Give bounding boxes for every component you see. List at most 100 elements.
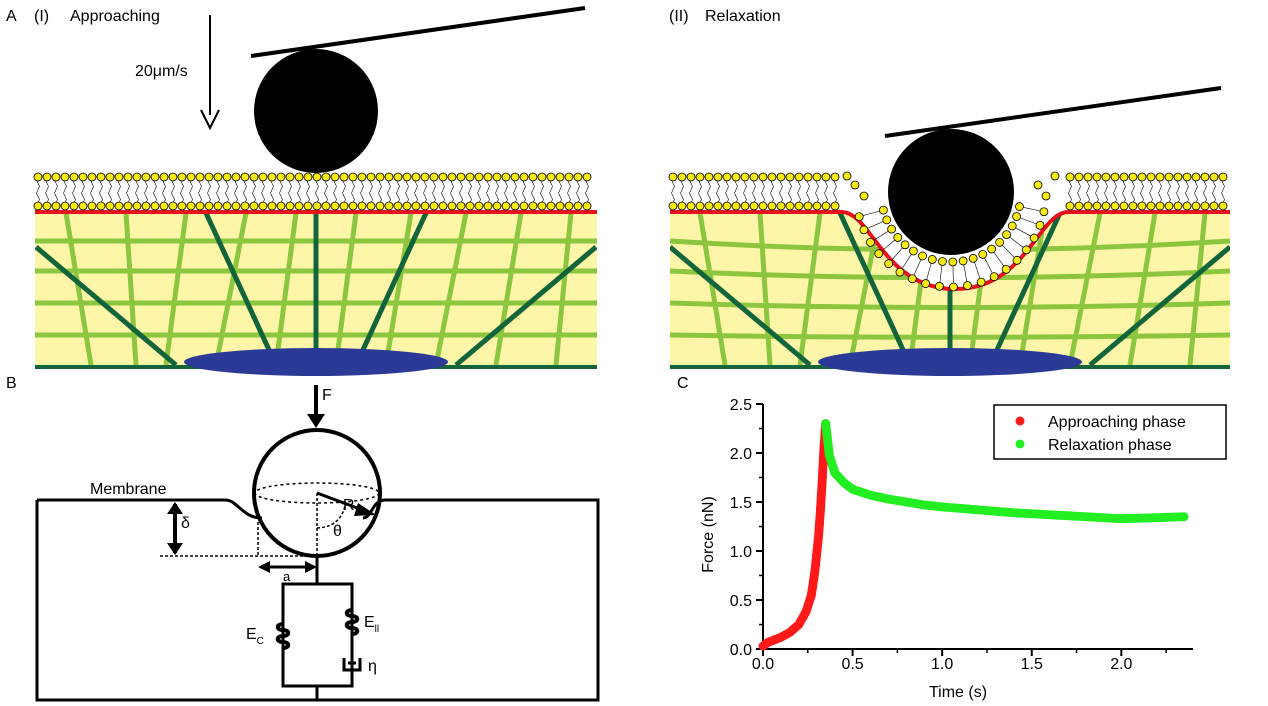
lipid-tail	[468, 179, 472, 194]
lipid-head	[895, 267, 905, 277]
lipid-head	[1146, 172, 1156, 182]
lipid-head	[303, 172, 313, 182]
lipid-head	[42, 201, 52, 211]
lipid-tail	[680, 179, 684, 194]
lipid-head	[1119, 201, 1129, 211]
lipid-head	[537, 201, 547, 211]
lipid-head	[1074, 201, 1084, 211]
lipid-head	[1083, 201, 1093, 211]
lipid-head	[60, 172, 70, 182]
delta-arrow-heads	[167, 502, 183, 555]
lipid-head	[767, 172, 777, 182]
actin-filament	[273, 213, 299, 366]
nucleus	[184, 348, 448, 376]
spring-ll-icon	[344, 608, 360, 636]
lipid-head	[483, 201, 493, 211]
lipid-head	[420, 201, 430, 211]
lipid-head	[830, 172, 840, 182]
lipid-head	[921, 279, 931, 288]
lipid-head	[968, 253, 978, 263]
lipid-head	[1015, 202, 1024, 211]
lipid-tail	[671, 179, 675, 194]
lipid-tail	[342, 179, 346, 194]
lipid-head	[357, 172, 367, 182]
lipid-head	[339, 201, 349, 211]
lipid-head	[882, 215, 892, 225]
lipid-head	[854, 212, 864, 221]
lipid-tail	[99, 179, 103, 194]
lipid-head	[177, 201, 187, 211]
legend-marker	[1015, 439, 1025, 449]
lipid-head	[105, 172, 115, 182]
lipid-head	[150, 201, 160, 211]
lipid-tail	[716, 179, 720, 194]
actin-filament	[553, 213, 574, 366]
lipid-tail	[441, 179, 445, 194]
lipid-head	[958, 256, 968, 266]
lipid-head	[948, 257, 958, 267]
lipid-head	[285, 172, 295, 182]
actin-filament	[123, 213, 139, 366]
lipid-head	[249, 201, 259, 211]
lipid-head	[1155, 201, 1165, 211]
lipid-head	[456, 201, 466, 211]
lipid-head	[132, 172, 142, 182]
actin-filament	[1127, 213, 1158, 366]
lipid-head	[859, 191, 869, 201]
lipid-head	[546, 172, 556, 182]
lipid-head	[276, 201, 286, 211]
lipid-head	[87, 172, 97, 182]
lipid-head	[429, 201, 439, 211]
lipid-head	[69, 172, 79, 182]
lipid-head	[204, 201, 214, 211]
lipid-head	[330, 201, 340, 211]
lipid-tail	[405, 179, 409, 194]
cytoskeleton-network	[670, 213, 1230, 367]
lipid-tail	[1077, 179, 1081, 194]
legend-label: Relaxation phase	[1048, 437, 1172, 454]
lipid-tail	[90, 179, 94, 194]
lipid-head	[249, 172, 259, 182]
lipid-head	[123, 201, 133, 211]
lipid-tail	[1095, 179, 1099, 194]
lipid-head	[1029, 233, 1039, 243]
lipid-tail	[1212, 179, 1216, 194]
lipid-head	[884, 259, 894, 269]
contact-radius-label: a	[283, 569, 291, 584]
lipid-head	[686, 172, 696, 182]
lipid-head	[69, 201, 79, 211]
lipid-head	[776, 201, 786, 211]
lipid-head	[1110, 201, 1120, 211]
lipid-head	[803, 201, 813, 211]
lipid-head	[501, 201, 511, 211]
actin-bundle	[987, 213, 1063, 367]
lipid-head	[927, 255, 937, 264]
lipid-tail	[351, 179, 355, 194]
y-tick-label: 1.5	[730, 495, 752, 512]
lipid-head	[987, 244, 997, 254]
lipid-head	[312, 172, 322, 182]
lipid-head	[794, 172, 804, 182]
actin-bundle	[1088, 245, 1230, 367]
lipid-bilayer	[33, 172, 592, 211]
x-axis-label: Time (s)	[929, 684, 987, 701]
lipid-head	[695, 172, 705, 182]
panel-a-approaching: A (I) Approaching 20μm/s	[6, 6, 597, 376]
lipid-tail	[288, 179, 292, 194]
actin-filament	[1187, 213, 1208, 366]
panel-b-model: B F Membrane δ R θ a EC Ell η	[6, 375, 600, 702]
lipid-head	[186, 172, 196, 182]
lipid-tail	[752, 179, 756, 194]
lipid-head	[33, 172, 43, 182]
lipid-head	[785, 172, 795, 182]
actin-filament	[797, 213, 823, 366]
x-tick-label: 2.0	[1110, 656, 1132, 673]
lipid-tail	[459, 179, 463, 194]
lipid-head	[366, 172, 376, 182]
actin-bundle	[35, 245, 178, 367]
lipid-head	[150, 172, 160, 182]
legend-marker	[1015, 416, 1025, 426]
lipid-head	[978, 249, 988, 259]
lipid-tail	[36, 179, 40, 194]
